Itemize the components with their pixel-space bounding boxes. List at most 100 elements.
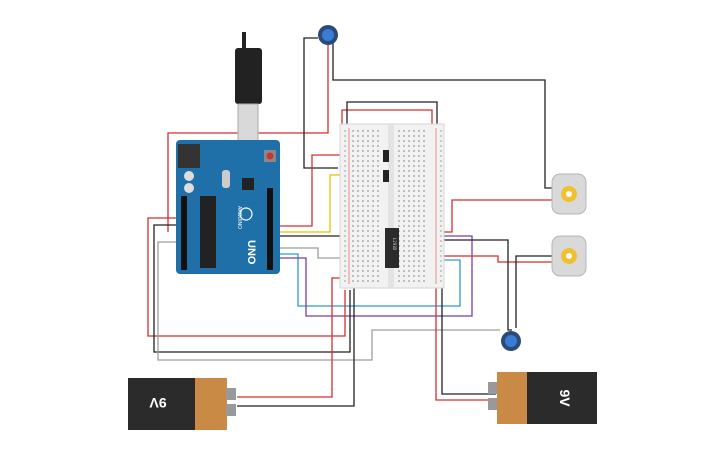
breadboard-holes [344, 130, 442, 282]
breadboard-hole [418, 255, 420, 257]
breadboard-hole [403, 265, 405, 267]
breadboard-hole [403, 225, 405, 227]
breadboard-hole [372, 185, 374, 187]
breadboard-hole [403, 165, 405, 167]
breadboard-hole [413, 270, 415, 272]
breadboard-hole [413, 255, 415, 257]
rail-hole [344, 205, 346, 207]
rail-hole [440, 270, 442, 272]
breadboard-hole [418, 200, 420, 202]
breadboard-hole [367, 145, 369, 147]
rail-hole [440, 135, 442, 137]
rail-hole [440, 230, 442, 232]
breadboard-hole [377, 215, 379, 217]
breadboard-hole [362, 265, 364, 267]
dc-motor-1[interactable] [551, 173, 587, 215]
breadboard-hole [352, 230, 354, 232]
breadboard-hole [423, 135, 425, 137]
breadboard-hole [403, 170, 405, 172]
battery-right[interactable]: 9V [488, 372, 597, 424]
battery-left[interactable]: 9V [128, 378, 236, 430]
reset-button-cap[interactable] [266, 152, 274, 160]
motor-shaft-center [566, 253, 572, 259]
usb-plug [235, 48, 262, 104]
breadboard-hole [423, 260, 425, 262]
breadboard-hole [413, 165, 415, 167]
rail-hole [344, 155, 346, 157]
rail-hole [344, 200, 346, 202]
breadboard-hole [413, 180, 415, 182]
breadboard-hole [357, 145, 359, 147]
breadboard-hole [357, 245, 359, 247]
breadboard-hole [423, 275, 425, 277]
breadboard-hole [352, 205, 354, 207]
breadboard-hole [357, 250, 359, 252]
wire-blue [275, 253, 461, 307]
wire-black [441, 280, 496, 395]
breadboard-hole [398, 205, 400, 207]
battery-label: 9V [557, 389, 573, 407]
breadboard-hole [418, 250, 420, 252]
breadboard-hole [372, 270, 374, 272]
usb-connector [237, 103, 259, 145]
usb-cable [242, 32, 246, 50]
wire-black [515, 255, 556, 328]
breadboard-hole [367, 140, 369, 142]
breadboard-hole [423, 245, 425, 247]
breadboard-hole [418, 175, 420, 177]
breadboard-hole [423, 165, 425, 167]
breadboard-hole [403, 180, 405, 182]
breadboard-hole [408, 155, 410, 157]
rail-hole [344, 165, 346, 167]
breadboard-hole [377, 165, 379, 167]
breadboard-hole [423, 255, 425, 257]
rail-hole [440, 190, 442, 192]
breadboard-hole [403, 220, 405, 222]
arduino-uno[interactable]: UNO ARDUINO [176, 32, 280, 274]
breadboard-hole [403, 215, 405, 217]
breadboard-hole [398, 270, 400, 272]
breadboard-hole [423, 250, 425, 252]
header-strip [267, 188, 273, 270]
breadboard-hole [357, 215, 359, 217]
breadboard-hole [423, 195, 425, 197]
rail-hole [440, 275, 442, 277]
driver-chip [385, 228, 399, 268]
breadboard-hole [403, 245, 405, 247]
breadboard-hole [423, 205, 425, 207]
breadboard-hole [403, 190, 405, 192]
breadboard-center-gap [388, 124, 394, 288]
breadboard-hole [408, 280, 410, 282]
breadboard-hole [362, 160, 364, 162]
breadboard-hole [423, 215, 425, 217]
breadboard-hole [377, 280, 379, 282]
breadboard-hole [423, 190, 425, 192]
breadboard-hole [367, 220, 369, 222]
breadboard-hole [423, 150, 425, 152]
breadboard-hole [372, 215, 374, 217]
breadboard-hole [357, 160, 359, 162]
breadboard-hole [372, 145, 374, 147]
breadboard-hole [408, 275, 410, 277]
breadboard-hole [367, 175, 369, 177]
driver-chip-label: L293D [392, 238, 397, 251]
rail-hole [440, 245, 442, 247]
breadboard-hole [367, 180, 369, 182]
breadboard-hole [372, 180, 374, 182]
breadboard-hole [367, 155, 369, 157]
wire-black [432, 239, 512, 331]
battery-cap [195, 378, 227, 430]
breadboard-hole [357, 200, 359, 202]
breadboard-hole [357, 265, 359, 267]
breadboard-hole [352, 220, 354, 222]
breadboard-hole [372, 140, 374, 142]
potentiometer-bottom[interactable] [501, 331, 521, 351]
breadboard-hole [423, 230, 425, 232]
breadboard-hole [403, 250, 405, 252]
potentiometer-top[interactable] [318, 25, 338, 45]
breadboard-hole [377, 160, 379, 162]
battery-terminal [488, 398, 498, 410]
rail-hole [440, 165, 442, 167]
dc-motor-2[interactable] [551, 235, 587, 277]
breadboard-hole [413, 230, 415, 232]
